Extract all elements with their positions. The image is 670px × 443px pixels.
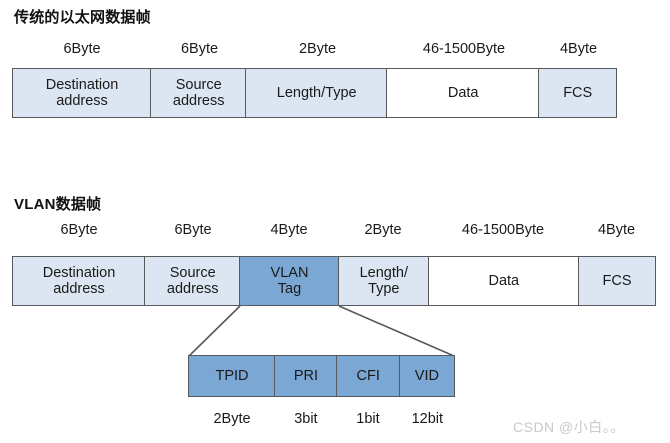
field-label-line-1: Length/ — [359, 264, 408, 281]
field-label-line-1: VLAN — [270, 264, 309, 281]
field-label-line-1: FCS — [602, 272, 632, 289]
field-label-line-2: address — [172, 93, 225, 109]
field-label-line-1: PRI — [293, 367, 319, 384]
field-label-line-1: VID — [414, 367, 439, 384]
section-title-classic-ethernet: 传统的以太网数据帧 — [14, 9, 151, 26]
field-label-line-2: address — [56, 93, 108, 109]
frame-field-vlan-destination-address[interactable]: Destination address — [12, 256, 146, 306]
size-label-cfi: 1bit — [356, 411, 380, 427]
field-label-line-1: Data — [447, 84, 479, 101]
size-label-classic-data: 46-1500Byte — [422, 41, 506, 57]
vlan-tag-field-cfi[interactable]: CFI — [336, 355, 401, 397]
field-label-line-2: address — [53, 281, 105, 297]
field-label-line-1: Length/Type — [276, 84, 357, 101]
section-title-vlan-frame: VLAN数据帧 — [14, 196, 102, 213]
field-label-line-1: Source — [175, 76, 222, 93]
field-label-line-1: Destination — [42, 264, 116, 281]
frame-field-classic-data[interactable]: Data — [386, 68, 540, 118]
size-label-pri: 3bit — [294, 411, 318, 427]
frame-field-classic-destination-address[interactable]: Destination address — [12, 68, 152, 118]
frame-field-classic-source-address[interactable]: Source address — [150, 68, 247, 118]
frame-field-vlan-length-type[interactable]: Length/ Type — [338, 256, 430, 306]
frame-field-vlan-tag[interactable]: VLAN Tag — [239, 256, 340, 306]
field-label-line-1: CFI — [356, 367, 380, 384]
frame-field-vlan-data[interactable]: Data — [428, 256, 580, 306]
size-label-vid: 12bit — [411, 411, 444, 427]
vlan-tag-field-vid[interactable]: VID — [398, 355, 455, 397]
vlan-tag-field-pri[interactable]: PRI — [274, 355, 338, 397]
field-label-line-1: FCS — [563, 84, 593, 101]
field-label-line-1: Destination — [45, 76, 119, 93]
vlan-tag-field-tpid[interactable]: TPID — [188, 355, 276, 397]
field-label-line-2: address — [166, 281, 219, 297]
size-label-vlan-destination: 6Byte — [60, 222, 98, 238]
size-label-classic-source: 6Byte — [180, 41, 219, 57]
frame-field-vlan-source-address[interactable]: Source address — [144, 256, 241, 306]
size-label-vlan-fcs: 4Byte — [597, 222, 636, 238]
size-label-tpid: 2Byte — [213, 411, 251, 427]
field-label-line-2: Type — [368, 281, 400, 297]
size-label-classic-length-type: 2Byte — [298, 41, 337, 57]
size-label-vlan-tag: 4Byte — [270, 222, 308, 238]
frame-field-classic-fcs[interactable]: FCS — [538, 68, 617, 118]
field-label-line-1: Data — [488, 272, 520, 289]
field-label-line-2: Tag — [277, 281, 302, 297]
size-label-vlan-source: 6Byte — [174, 222, 212, 238]
size-label-classic-destination: 6Byte — [63, 41, 101, 57]
size-label-vlan-length-type: 2Byte — [364, 222, 402, 238]
field-label-line-1: Source — [169, 264, 216, 281]
size-label-vlan-data: 46-1500Byte — [461, 222, 545, 238]
field-label-line-1: TPID — [215, 367, 249, 384]
frame-field-classic-length-type[interactable]: Length/Type — [245, 68, 388, 118]
frame-field-vlan-fcs[interactable]: FCS — [578, 256, 656, 306]
size-label-classic-fcs: 4Byte — [559, 41, 598, 57]
csdn-watermark: CSDN @小白。。 — [513, 419, 625, 435]
vlan-tag-expansion-connector — [188, 305, 455, 357]
